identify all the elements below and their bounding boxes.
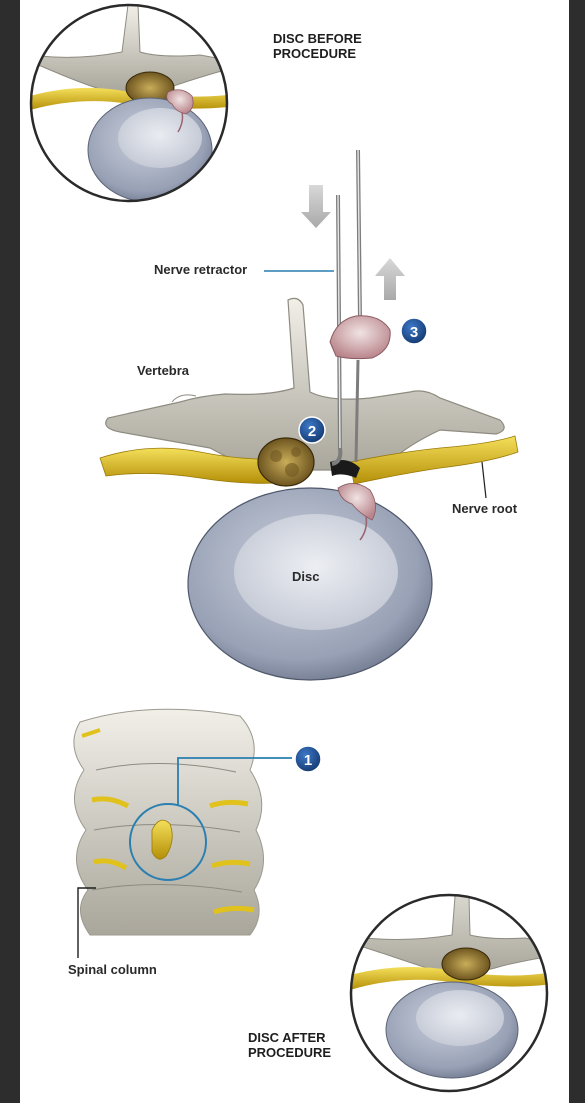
- step-3-number: 3: [410, 324, 418, 341]
- spinal-column-label: Spinal column: [68, 963, 157, 977]
- vertebra-label: Vertebra: [137, 364, 189, 378]
- step-1-badge: 1: [295, 746, 321, 772]
- nerve-root-callout-line: [482, 462, 486, 498]
- after-procedure-inset: [350, 858, 555, 1091]
- spinal-cord: [258, 438, 314, 486]
- down-arrow: [301, 185, 331, 228]
- inset-spinal-cord-after: [442, 948, 490, 980]
- spinal-column: [74, 709, 264, 935]
- before-procedure-inset: [30, 5, 235, 202]
- step-2-badge: 2: [299, 417, 325, 443]
- nerve-retractor-label: Nerve retractor: [154, 263, 247, 277]
- nerve-root-label: Nerve root: [452, 502, 517, 516]
- step-2-number: 2: [308, 423, 316, 440]
- disc-before-label: DISC BEFORE PROCEDURE: [273, 31, 362, 61]
- step-3-badge: 3: [401, 318, 427, 344]
- disc-after-label: DISC AFTER PROCEDURE: [248, 1030, 331, 1060]
- disc-label: Disc: [292, 570, 319, 584]
- main-vertebra-illustration: [100, 298, 518, 680]
- step-1-number: 1: [304, 752, 312, 769]
- spinal-column-illustration: [74, 709, 264, 935]
- up-arrow: [375, 258, 405, 300]
